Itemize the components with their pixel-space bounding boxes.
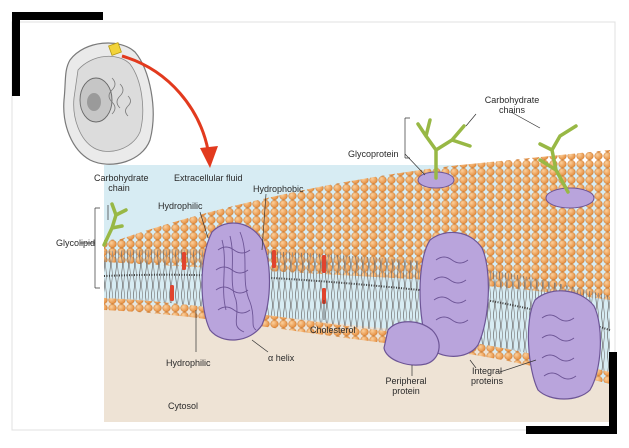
label-carbohydrate-chain-line2: chain bbox=[108, 183, 130, 193]
label-integral-line1: Integral bbox=[471, 366, 503, 376]
label-integral-line2: proteins bbox=[470, 376, 504, 386]
outer-head-row bbox=[104, 238, 610, 296]
label-carbohydrate-chain-line1: Carbohydrate bbox=[94, 173, 149, 183]
glycolipid-carbohydrate bbox=[102, 202, 128, 247]
glycoprotein-carbohydrate-1 bbox=[416, 118, 472, 180]
label-hydrophilic-top: Hydrophilic bbox=[158, 201, 203, 211]
label-extracellular-fluid: Extracellular fluid bbox=[174, 173, 243, 183]
integral-protein-2 bbox=[527, 290, 601, 400]
zoom-arrow bbox=[121, 54, 210, 151]
glycoprotein-top-2 bbox=[545, 187, 595, 209]
zoom-arrowhead bbox=[200, 146, 218, 168]
corner-top-left-h bbox=[12, 12, 103, 20]
label-alpha-helix: α helix bbox=[268, 353, 295, 363]
label-glycoprotein: Glycoprotein bbox=[348, 149, 399, 159]
label-carbohydrate-chains-line2: chains bbox=[498, 105, 525, 115]
label-peripheral-line2: protein bbox=[392, 386, 420, 396]
label-cholesterol: Cholesterol bbox=[310, 325, 356, 335]
corner-top-left-v bbox=[12, 12, 20, 96]
label-hydrophilic-bottom: Hydrophilic bbox=[166, 358, 211, 368]
cell-illustration bbox=[63, 42, 154, 165]
label-carbohydrate-chains: Carbohydrate chains bbox=[478, 95, 546, 115]
corner-bottom-right-v bbox=[609, 352, 617, 434]
corner-bottom-right-h bbox=[526, 426, 617, 434]
label-integral-proteins: Integral proteins bbox=[464, 366, 510, 386]
label-peripheral-protein: Peripheral protein bbox=[380, 376, 432, 396]
alpha-helix-protein bbox=[201, 222, 271, 341]
peripheral-protein bbox=[383, 321, 440, 366]
glycoprotein-carbohydrate-2 bbox=[538, 124, 578, 194]
integral-protein-1 bbox=[419, 231, 489, 357]
label-carbohydrate-chain: Carbohydrate chain bbox=[94, 173, 149, 193]
label-peripheral-line1: Peripheral bbox=[385, 376, 427, 386]
leader-lines bbox=[80, 111, 541, 376]
label-carbohydrate-chains-line1: Carbohydrate bbox=[484, 95, 540, 105]
label-cytosol: Cytosol bbox=[168, 401, 199, 411]
label-hydrophobic: Hydrophobic bbox=[253, 184, 304, 194]
label-glycolipid: Glycolipid bbox=[56, 238, 96, 248]
